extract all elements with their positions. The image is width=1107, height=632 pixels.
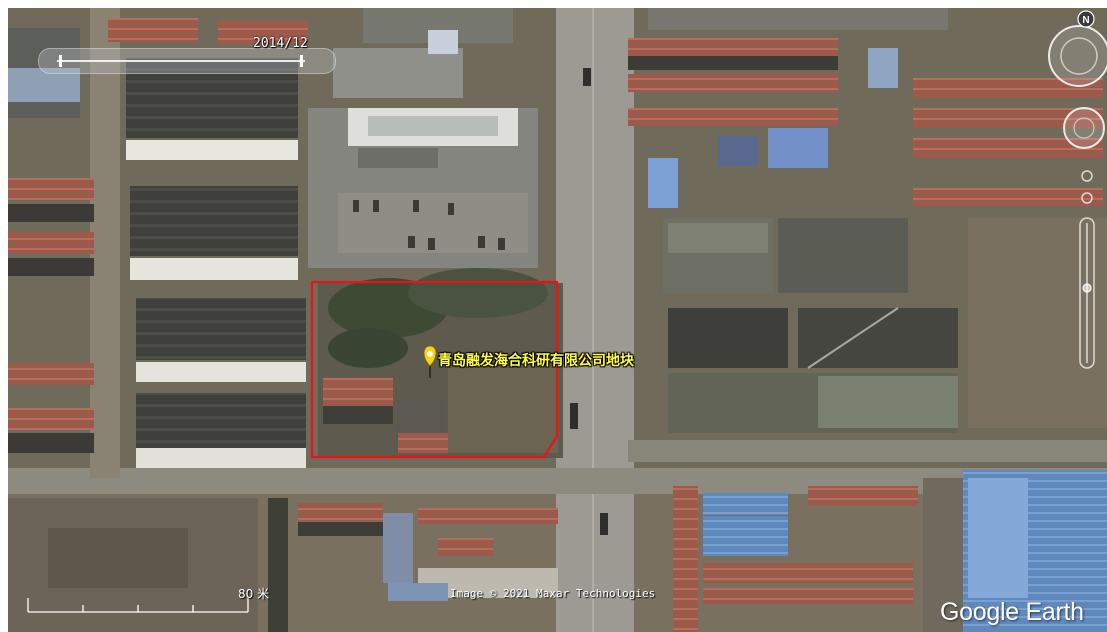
- imagery-date-label: 2014/12: [253, 36, 308, 51]
- slider-track[interactable]: [57, 60, 305, 62]
- slider-end-handle[interactable]: [300, 55, 303, 67]
- historical-imagery-slider[interactable]: [38, 48, 336, 74]
- scale-label: 80 米: [238, 587, 270, 601]
- brand-earth: Earth: [1025, 598, 1084, 626]
- compass-icon[interactable]: N: [1048, 10, 1107, 87]
- compass-north-label: N: [1082, 15, 1089, 26]
- navigation-controls: N: [1048, 10, 1107, 369]
- placemark-pin-icon[interactable]: [423, 345, 437, 378]
- google-earth-logo: Google Earth: [940, 598, 1084, 627]
- brand-google: Google: [940, 598, 1019, 626]
- zoom-slider-icon[interactable]: [1079, 170, 1095, 369]
- imagery-attribution: Image © 2021 Maxar Technologies: [450, 587, 656, 600]
- site-boundary: [310, 280, 559, 459]
- slider-start-handle[interactable]: [59, 55, 62, 67]
- placemark-label[interactable]: 青岛融发海合科研有限公司地块: [438, 353, 634, 369]
- map-viewport[interactable]: 2014/12 N 青岛融发海合科研有限公司地块 80 米 Image © 20…: [8, 8, 1107, 632]
- scale-bar: [27, 598, 249, 613]
- satellite-imagery: [8, 8, 1107, 632]
- move-joystick-icon[interactable]: [1063, 107, 1105, 149]
